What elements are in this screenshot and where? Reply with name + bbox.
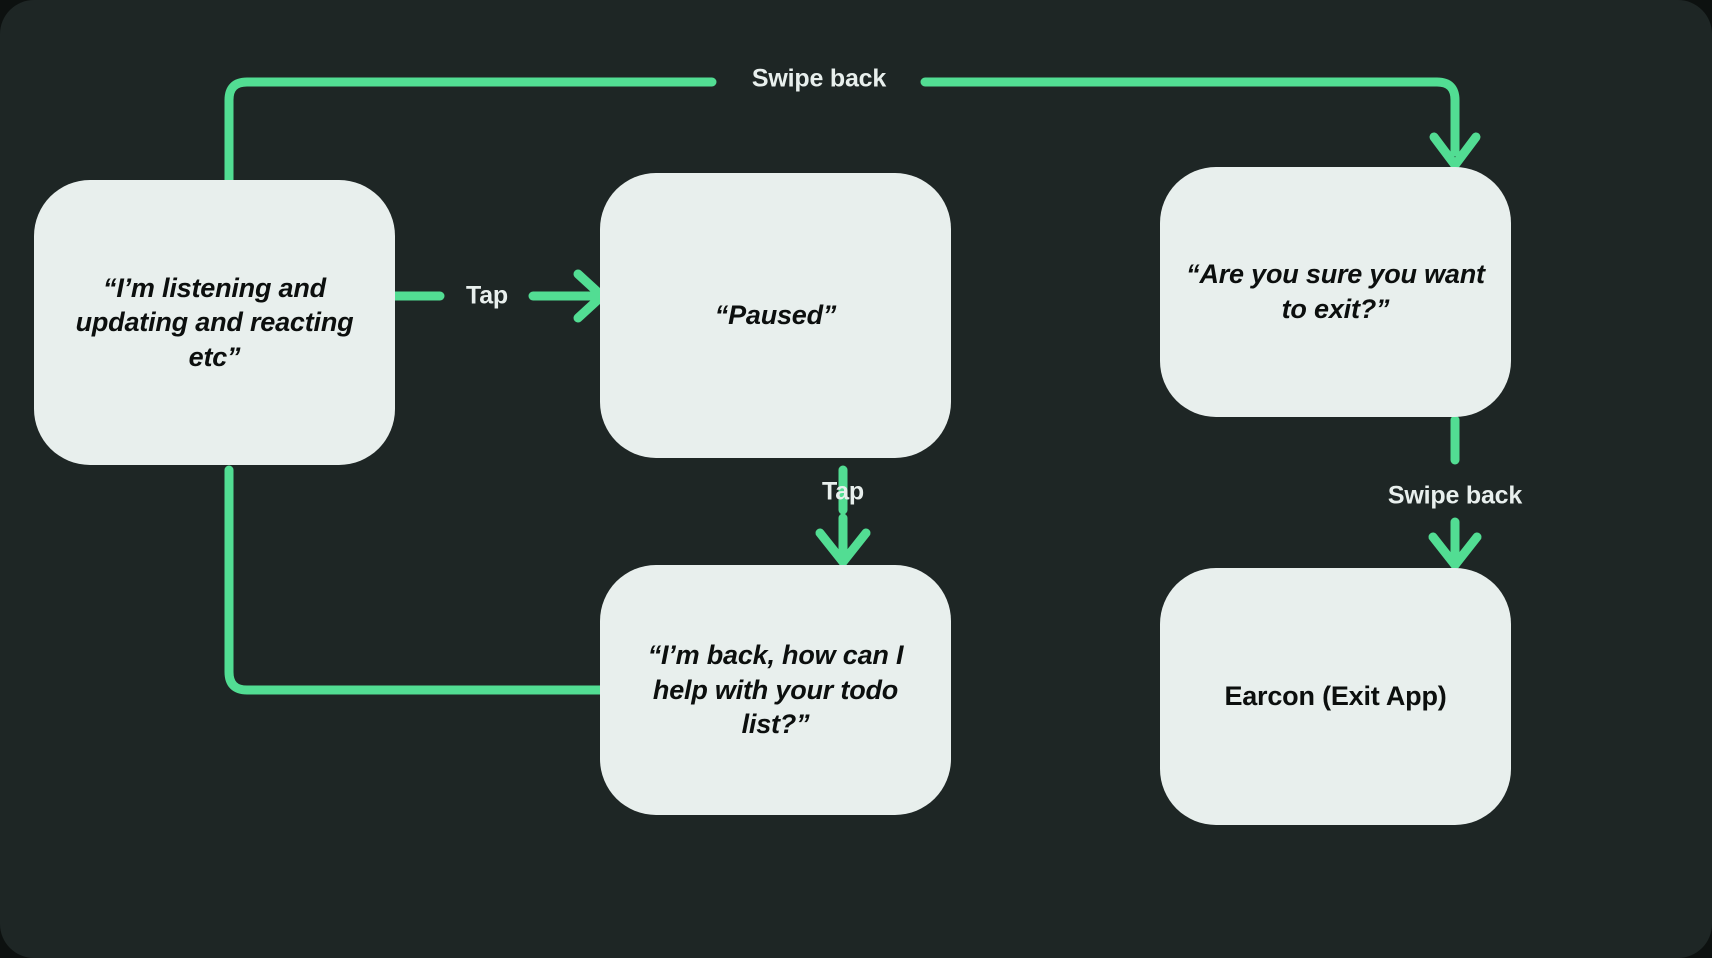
edge-confirm-to-earcon-arrowhead bbox=[1428, 532, 1482, 570]
edge-listening-to-confirm-left bbox=[224, 77, 717, 185]
node-paused-label: “Paused” bbox=[714, 300, 837, 331]
edge-listening-to-paused-arrowhead bbox=[573, 269, 607, 323]
node-listening-label: “I’m listening and updating and reacting… bbox=[75, 272, 354, 372]
node-paused[interactable]: “Paused” bbox=[600, 173, 951, 458]
edge-listening-to-confirm-right bbox=[920, 77, 1460, 157]
node-earcon[interactable]: Earcon (Exit App) bbox=[1160, 568, 1511, 825]
node-earcon-label: Earcon (Exit App) bbox=[1224, 681, 1447, 712]
node-confirm-exit[interactable]: “Are you sure you want to exit?” bbox=[1160, 167, 1511, 417]
edge-label-tap-vertical: Tap bbox=[822, 477, 864, 506]
edge-paused-to-back-arrowhead bbox=[815, 528, 871, 567]
edge-back-to-listening bbox=[224, 465, 605, 695]
node-back-label: “I’m back, how can I help with your todo… bbox=[647, 640, 904, 740]
edge-label-tap-horizontal: Tap bbox=[466, 281, 508, 310]
node-back[interactable]: “I’m back, how can I help with your todo… bbox=[600, 565, 951, 815]
node-listening[interactable]: “I’m listening and updating and reacting… bbox=[34, 180, 395, 465]
edge-listening-to-confirm-arrowhead bbox=[1429, 132, 1481, 170]
edge-label-swipe-back-top: Swipe back bbox=[751, 64, 887, 93]
edge-label-swipe-back-right: Swipe back bbox=[1387, 481, 1523, 510]
node-confirm-exit-label: “Are you sure you want to exit?” bbox=[1186, 259, 1485, 324]
